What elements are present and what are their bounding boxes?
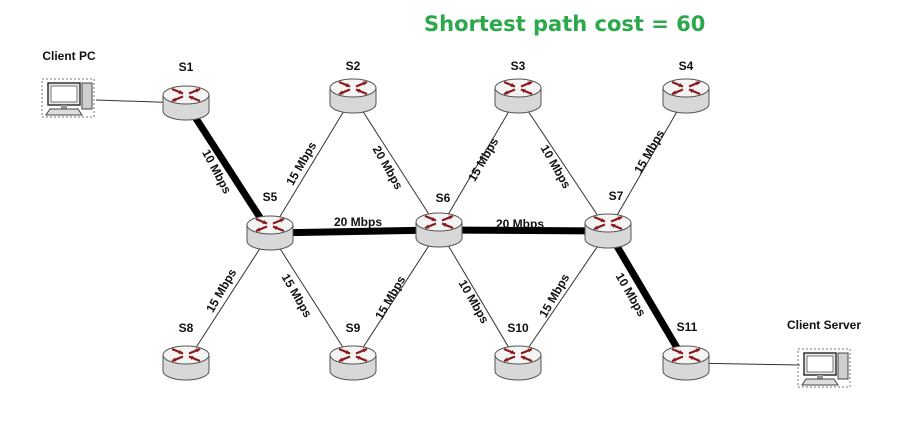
- link-S6-S9: [352, 229, 440, 364]
- link-bandwidth-label: 15 Mbps: [631, 127, 667, 176]
- link-S2-S5: [269, 95, 354, 234]
- router-icon: [162, 345, 210, 381]
- router-label: S1: [179, 60, 194, 74]
- router-s3: [494, 78, 542, 114]
- router-icon: [494, 78, 542, 114]
- router-icon: [662, 78, 710, 114]
- router-label: S7: [609, 189, 624, 203]
- link-S5-S8: [185, 232, 271, 364]
- link-S2-S6: [352, 95, 440, 231]
- router-label: S8: [179, 321, 194, 335]
- link-S3-S7: [517, 95, 609, 232]
- link-bandwidth-label: 20 Mbps: [496, 217, 544, 231]
- link-S4-S7: [607, 95, 687, 232]
- router-icon: [329, 345, 377, 381]
- link-S6-S10: [438, 229, 519, 364]
- router-label: S3: [511, 59, 526, 73]
- link-bandwidth-label: 10 Mbps: [456, 277, 492, 326]
- router-icon: [494, 345, 542, 381]
- host-label: Client PC: [42, 49, 96, 63]
- link-S5-S9: [269, 232, 354, 364]
- client-server: [797, 348, 851, 388]
- shortest-path-segment: [604, 227, 690, 367]
- shortest-path-segment: [435, 226, 612, 235]
- desktop-computer-icon: [41, 78, 95, 118]
- router-label: S9: [346, 321, 361, 335]
- router-s4: [662, 78, 710, 114]
- router-label: S2: [346, 59, 361, 73]
- router-s9: [329, 345, 377, 381]
- desktop-computer-icon: [797, 348, 851, 388]
- router-s10: [494, 345, 542, 381]
- link-S7-S10: [517, 230, 609, 364]
- nodes-layer: [41, 78, 851, 388]
- link-S3-S6: [438, 95, 519, 231]
- host-label: Client Server: [787, 318, 861, 332]
- client-pc: [41, 78, 95, 118]
- router-icon: [584, 213, 632, 249]
- router-s5: [246, 215, 294, 251]
- router-s11: [662, 345, 710, 381]
- shortest-path-segment: [266, 226, 443, 237]
- shortest-path-segment: [182, 99, 274, 237]
- router-icon: [662, 345, 710, 381]
- link-bandwidth-label: 15 Mbps: [536, 271, 572, 320]
- router-s7: [584, 213, 632, 249]
- router-s2: [329, 78, 377, 114]
- diagram-title: Shortest path cost = 60: [424, 12, 706, 36]
- router-icon: [246, 215, 294, 251]
- router-label: S4: [679, 59, 694, 73]
- link-bandwidth-label: 10 Mbps: [538, 142, 574, 191]
- link-bandwidth-label: 20 Mbps: [334, 215, 382, 229]
- router-label: S11: [677, 320, 698, 334]
- shortest-path-layer: [182, 99, 690, 367]
- link-bandwidth-label: 15 Mbps: [372, 273, 408, 322]
- router-label: S6: [436, 191, 451, 205]
- link-bandwidth-label: 15 Mbps: [465, 135, 501, 184]
- router-icon: [415, 212, 463, 248]
- router-label: S5: [263, 190, 278, 204]
- router-label: S10: [507, 321, 529, 335]
- router-icon: [162, 85, 210, 121]
- router-s1: [162, 85, 210, 121]
- router-s6: [415, 212, 463, 248]
- router-icon: [329, 78, 377, 114]
- router-s8: [162, 345, 210, 381]
